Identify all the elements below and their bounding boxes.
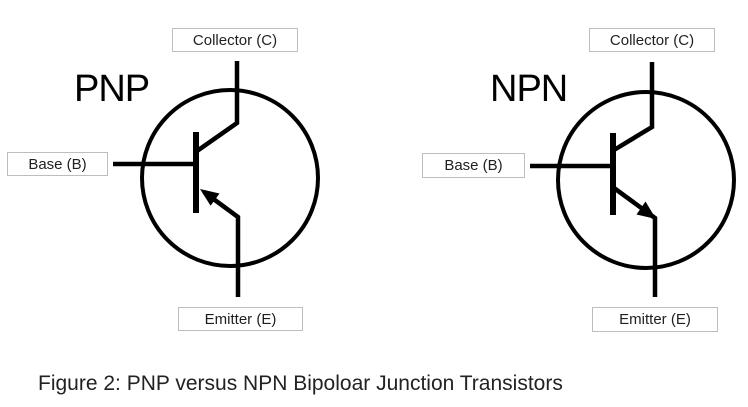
npn-emitter-lead-icon <box>612 186 658 297</box>
figure-caption: Figure 2: PNP versus NPN Bipoloar Juncti… <box>38 372 563 395</box>
npn-title: NPN <box>490 68 568 110</box>
npn-body-circle-icon <box>556 90 736 270</box>
pnp-collector-lead-icon <box>195 61 240 153</box>
npn-emitter-label: Emitter (E) <box>592 307 718 332</box>
pnp-body-circle-icon <box>140 88 320 268</box>
pnp-emitter-label: Emitter (E) <box>178 307 303 331</box>
npn-collector-lead-icon <box>612 62 655 152</box>
pnp-symbol <box>113 61 320 297</box>
pnp-emitter-lead-icon <box>202 190 241 297</box>
npn-symbol <box>530 62 736 297</box>
pnp-collector-label: Collector (C) <box>172 28 298 52</box>
npn-emitter-arrow-icon <box>636 201 656 219</box>
npn-collector-label: Collector (C) <box>589 28 715 52</box>
pnp-emitter-arrow-icon <box>200 189 220 206</box>
pnp-base-label: Base (B) <box>7 152 108 176</box>
pnp-title: PNP <box>74 68 150 110</box>
npn-base-label: Base (B) <box>422 153 525 178</box>
